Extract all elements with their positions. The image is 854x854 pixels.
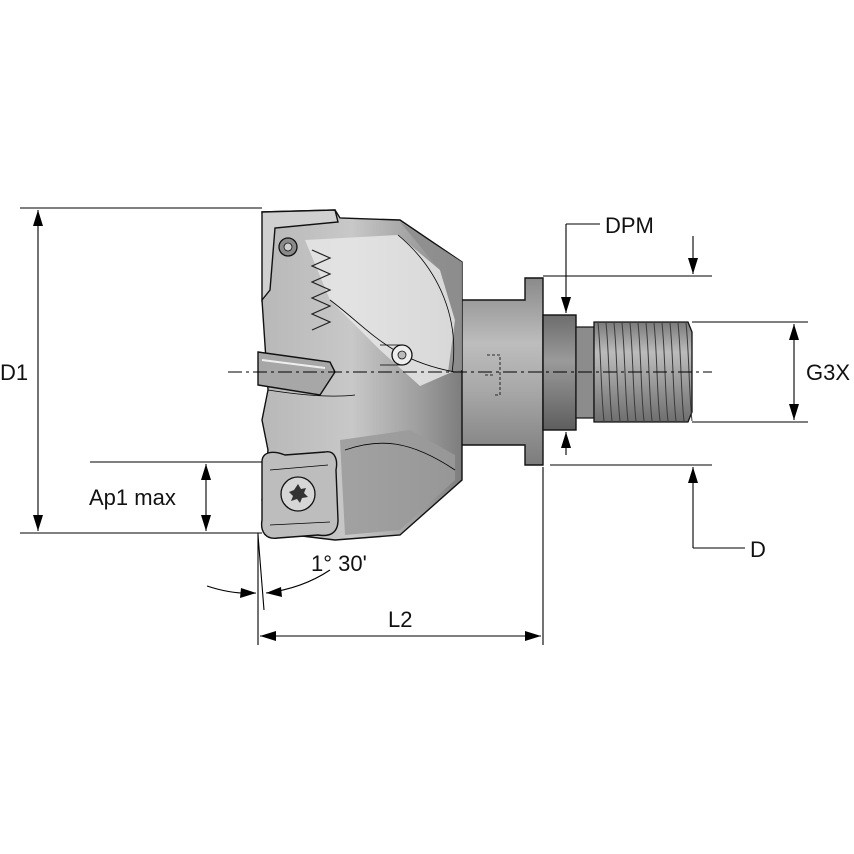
label-ap1-max: Ap1 max [89,485,176,510]
torx-icon [289,484,308,503]
body-neck [454,277,544,466]
body-highlight [305,235,455,386]
label-d: D [750,537,766,562]
dim-d1 [20,207,262,534]
body-flute-shadow [400,222,462,372]
thread-line [621,322,629,422]
dim-ap1-max [90,461,262,531]
label-dpm: DPM [605,213,654,238]
label-angle: 1° 30' [311,551,367,576]
label-g3x: G3X [806,360,850,385]
clamp-serration [310,249,332,331]
label-l2: L2 [388,607,412,632]
body-lower-shadow [340,430,455,535]
dim-angle [206,534,331,611]
thread-line [597,322,605,422]
label-d1: D1 [0,360,28,385]
dim-g3x [692,321,808,423]
clamp-pocket [261,209,339,302]
dim-dpm [543,223,712,455]
dim-d [550,464,745,549]
dim-l2 [257,467,544,645]
cutting-insert [260,451,339,539]
